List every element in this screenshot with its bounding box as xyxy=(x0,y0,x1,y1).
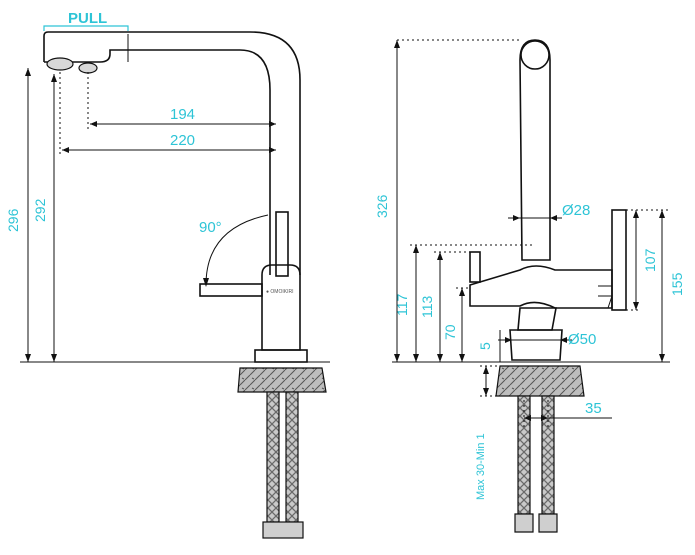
brand-mark: ● OMOIKIRI xyxy=(266,289,293,295)
dim-max-arrows xyxy=(483,366,489,396)
dim-35-label: 35 xyxy=(585,400,602,417)
dim-220-label: 220 xyxy=(170,132,195,149)
mount-block xyxy=(237,367,327,393)
dim-right-arrows xyxy=(633,210,665,362)
left-lever xyxy=(469,251,481,283)
dim-max-label: Max 30-Min 1 xyxy=(475,433,487,500)
dim-155-label: 155 xyxy=(669,272,685,296)
dim-5-label: 5 xyxy=(477,342,493,350)
hose-left xyxy=(266,391,280,523)
base-cone xyxy=(517,307,557,331)
spout-head xyxy=(520,40,550,70)
angle-label: 90° xyxy=(199,219,222,236)
dim-326-label: 326 xyxy=(374,194,390,218)
dim-117-label: 117 xyxy=(394,293,410,316)
mount-block-front xyxy=(495,365,585,397)
front-view: 326 Ø28 107 155 117 113 70 5 Ø50 35 xyxy=(374,39,685,533)
fitting-right xyxy=(538,513,558,533)
lever-handle xyxy=(275,211,289,277)
filter-handle xyxy=(611,209,627,311)
hose-fitting xyxy=(262,521,304,539)
angle-arc xyxy=(205,214,269,286)
dim-max-ext xyxy=(480,365,500,397)
dim-35-ext xyxy=(523,400,549,430)
dim-107-label: 107 xyxy=(642,248,658,272)
aerator xyxy=(46,57,74,71)
base-plate xyxy=(254,349,308,363)
dim-d50-label: Ø50 xyxy=(568,331,596,348)
pull-bracket xyxy=(43,25,129,31)
spout-column xyxy=(519,39,551,261)
dim-194-label: 194 xyxy=(170,106,195,123)
dim-d28-label: Ø28 xyxy=(562,202,590,219)
body-detail xyxy=(598,285,613,309)
dim-296-label: 296 xyxy=(5,208,21,232)
base-plate-front xyxy=(509,329,563,361)
faucet-body-front xyxy=(469,265,613,309)
hose-front-left xyxy=(517,395,531,515)
angle-arrowhead xyxy=(203,278,209,287)
dim-292-label: 292 xyxy=(32,198,48,222)
pull-label: PULL xyxy=(68,10,107,27)
fitting-left xyxy=(514,513,534,533)
faucet-body xyxy=(261,264,301,351)
lever-arm xyxy=(199,283,263,297)
spray-button xyxy=(78,62,98,74)
hose-right xyxy=(285,391,299,523)
side-view: PULL ● OMOIKIRI 90° 194 xyxy=(5,10,330,539)
spout-outline xyxy=(43,31,301,275)
dim-113-label: 113 xyxy=(419,295,435,318)
dim-right-ext xyxy=(626,209,668,311)
hose-front-right xyxy=(541,395,555,515)
dim-70-label: 70 xyxy=(442,324,458,340)
dim-35-arrows xyxy=(524,415,548,421)
